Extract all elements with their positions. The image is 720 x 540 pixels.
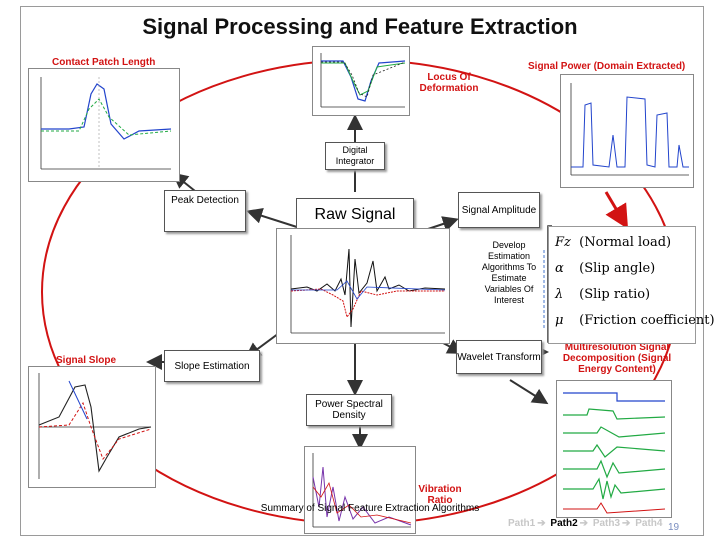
var-symbol: α	[555, 261, 564, 276]
develop-algorithms-text: Develop Estimation Algorithms To Estimat…	[481, 240, 537, 305]
path-4[interactable]: Path4	[635, 518, 663, 529]
label-multiresolution: Multiresolution Signal Decomposition (Si…	[562, 342, 672, 375]
var-name: (Slip angle)	[579, 261, 656, 276]
path-navigation: Path1➔ Path2➔ Path3➔ Path4	[508, 518, 663, 529]
figure-caption: Summary of Signal Feature Extraction Alg…	[260, 503, 480, 514]
path-2[interactable]: Path2	[550, 518, 578, 529]
box-raw-signal: Raw Signal	[296, 198, 414, 230]
contact-patch-plot	[28, 68, 180, 182]
signal-power-plot	[560, 74, 694, 188]
box-power-spectral-density: Power Spectral Density	[306, 394, 392, 426]
var-name: (Friction coefficient)	[579, 313, 715, 328]
box-digital-integrator: Digital Integrator	[325, 142, 385, 170]
red-arrow-to-variables	[604, 191, 629, 230]
arrow-wavelet-to-plot	[509, 379, 549, 405]
label-vibration: Vibration Ratio	[418, 484, 462, 506]
var-symbol: λ	[555, 287, 564, 302]
page-title: Signal Processing and Feature Extraction	[142, 14, 578, 39]
box-wavelet-transform: Wavelet Transform	[456, 340, 542, 374]
var-symbol: μ	[555, 313, 564, 328]
page-number: 19	[668, 522, 680, 533]
label-locus: Locus Of Deformation	[419, 72, 479, 94]
signal-slope-plot	[28, 366, 156, 488]
label-signal-slope: Signal Slope	[56, 355, 117, 366]
box-signal-amplitude: Signal Amplitude	[458, 192, 540, 228]
psd-plot	[304, 446, 416, 534]
multiresolution-plot	[556, 380, 672, 518]
box-slope-estimation: Slope Estimation	[164, 350, 260, 382]
arrow-to-peak	[246, 208, 301, 229]
variables-box: Fz (Normal load) α (Slip angle) λ (Slip …	[548, 226, 715, 344]
var-name: (Normal load)	[579, 235, 672, 250]
label-signal-power: Signal Power (Domain Extracted)	[528, 61, 686, 72]
locus-plot	[312, 46, 410, 116]
var-name: (Slip ratio)	[579, 287, 651, 302]
var-symbol: Fz	[555, 235, 571, 250]
raw-signal-plot	[276, 228, 450, 344]
path-3[interactable]: Path3	[592, 518, 621, 529]
box-peak-detection: Peak Detection	[164, 190, 246, 232]
label-contact-patch: Contact Patch Length	[52, 57, 156, 68]
slide-frame	[20, 6, 704, 536]
path-1[interactable]: Path1	[508, 518, 536, 529]
